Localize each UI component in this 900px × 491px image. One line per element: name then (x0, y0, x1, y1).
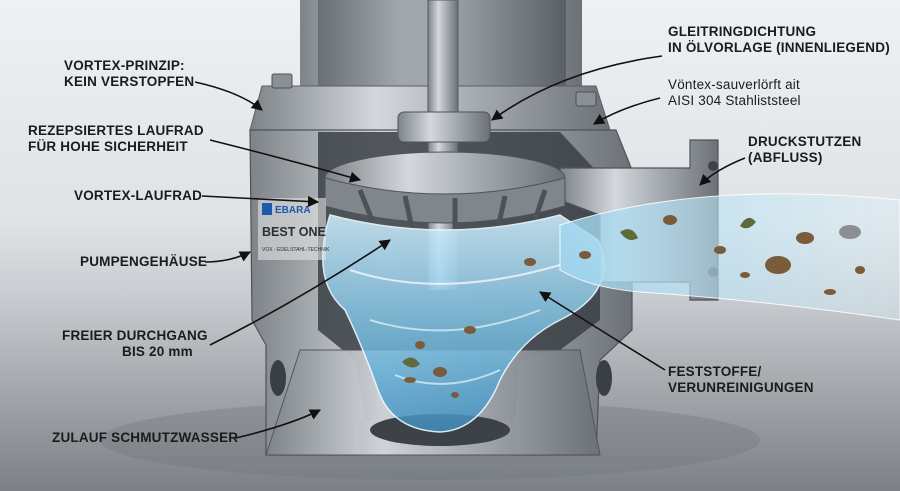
water-vortex (321, 214, 605, 433)
swirl-line-2 (369, 309, 541, 332)
debris-11 (415, 341, 425, 349)
arrow-discharge (699, 157, 746, 186)
debris-7 (824, 289, 836, 295)
arrow-impeller-safety (209, 139, 362, 183)
impeller-vane-2 (402, 195, 415, 229)
leaf-2 (740, 217, 756, 229)
debris-6 (855, 266, 865, 274)
badge-subtitle: VOX - EDELSTAHL-TECHNIK (262, 247, 330, 253)
label-impeller-safety: REZEPSIERTES LAUFRAD FÜR HOHE SICHERHEIT (28, 123, 204, 154)
label-vortex-impeller: VORTEX-LAUFRAD (74, 188, 203, 203)
label-vortex-principle: VORTEX-PRINZIP: KEIN VERSTOPFEN (64, 58, 195, 89)
bolt-left (271, 73, 293, 89)
leaf-3 (402, 357, 420, 368)
badge-brand: EBARA (275, 205, 311, 216)
debris-1 (663, 215, 677, 225)
debris-12 (464, 326, 476, 334)
impeller-vane-4 (495, 195, 508, 229)
debris-9 (579, 251, 591, 259)
nozzle-bolt-hole-top (708, 161, 718, 171)
debris-particles (404, 215, 865, 398)
label-inlet: ZULAUF SCHMUTZWASSER (52, 430, 239, 445)
bolt-right (575, 91, 597, 107)
arrow-inlet (235, 409, 322, 439)
label-stainless: Vöntex-sauverlörft ait AISI 304 Stahlist… (668, 77, 801, 108)
swirl-line-1 (349, 264, 561, 285)
debris-13 (433, 367, 447, 377)
label-mechanical-seal: GLEITRINGDICHTUNG IN ÖLVORLAGE (INNENLIE… (668, 24, 890, 55)
debris-14 (404, 377, 416, 383)
brand-logo-icon (262, 203, 272, 215)
debris-10 (524, 258, 536, 266)
arrow-pump-housing (204, 251, 252, 263)
arrow-stainless (593, 97, 661, 125)
debris-2 (714, 246, 726, 254)
debris-15 (451, 392, 459, 398)
debris-3 (765, 256, 791, 274)
debris-5 (839, 225, 861, 239)
impeller-vane-1 (357, 189, 375, 221)
impeller-vane-5 (532, 189, 548, 221)
inlet-port-right (596, 360, 612, 396)
leaf-debris (402, 217, 756, 368)
label-solids: FESTSTOFFE/ VERUNREINIGUNGEN (668, 364, 814, 395)
debris-4 (796, 232, 814, 244)
arrow-mechanical-seal (491, 55, 663, 121)
mechanical-seal (397, 111, 491, 143)
leaf-1 (620, 229, 638, 240)
discharge-jet (559, 193, 900, 321)
debris-8 (740, 272, 750, 278)
arrow-free-passage (209, 239, 391, 346)
arrow-solids (539, 291, 666, 371)
arrow-vortex-principle (194, 81, 263, 111)
arrow-vortex-impeller (201, 195, 320, 208)
badge-model: BEST ONE (262, 225, 326, 239)
label-pump-housing: PUMPENGEHÄUSE (80, 254, 208, 269)
label-free-passage: FREIER DURCHGANG BIS 20 mm (62, 328, 208, 359)
leader-lines (194, 55, 746, 439)
label-discharge: DRUCKSTUTZEN (ABFLUSS) (748, 134, 862, 165)
inlet-port-left (270, 360, 286, 396)
impeller-body (324, 177, 566, 224)
